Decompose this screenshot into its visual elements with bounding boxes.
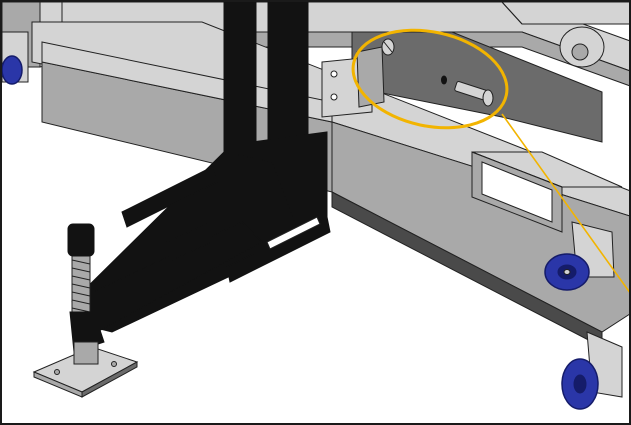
caster-bottom-hub — [573, 374, 587, 394]
foot-thread-rings — [71, 259, 91, 313]
cross-beam-opening — [481, 161, 553, 223]
foot-knob — [67, 223, 95, 257]
cross-beam — [471, 151, 623, 233]
caster-wheel-topright — [559, 26, 605, 68]
foot-bolt-2 — [111, 361, 117, 367]
caster-wheel-mid — [544, 221, 615, 291]
caster-tl-wheel — [2, 55, 23, 85]
cross-tube-edge — [501, 2, 523, 25]
caster-wheel-bottom — [561, 331, 623, 410]
callout-leader-line — [501, 113, 629, 293]
mast-column — [71, 2, 331, 333]
caster-wheel-topleft — [2, 31, 29, 85]
callout-ellipse — [351, 28, 509, 130]
mount-hole-1 — [330, 70, 338, 78]
foot-bolt-1 — [54, 369, 60, 375]
bolt-head — [482, 89, 494, 107]
leveling-foot — [32, 223, 139, 398]
mount-tab — [356, 46, 385, 108]
mast-slot-highlight — [266, 216, 321, 250]
bolt-hole — [441, 75, 447, 85]
frame-rail-top-face — [2, 2, 629, 72]
ring-pin-slot — [383, 41, 393, 53]
caster-mid-axle — [563, 269, 571, 275]
cross-tube — [501, 2, 629, 25]
mount-hole-2 — [330, 93, 338, 101]
caster-wheel — [2, 26, 623, 410]
foot-base-side-r — [81, 361, 138, 398]
bolt-pin — [381, 38, 494, 107]
callout-highlight — [351, 28, 629, 293]
mast-slot-1 — [121, 166, 218, 228]
cross-beam-edge — [471, 151, 563, 188]
caster-tr-hub — [571, 43, 589, 61]
foot-collar-hub — [73, 341, 99, 365]
mast-slot-3 — [166, 223, 213, 261]
